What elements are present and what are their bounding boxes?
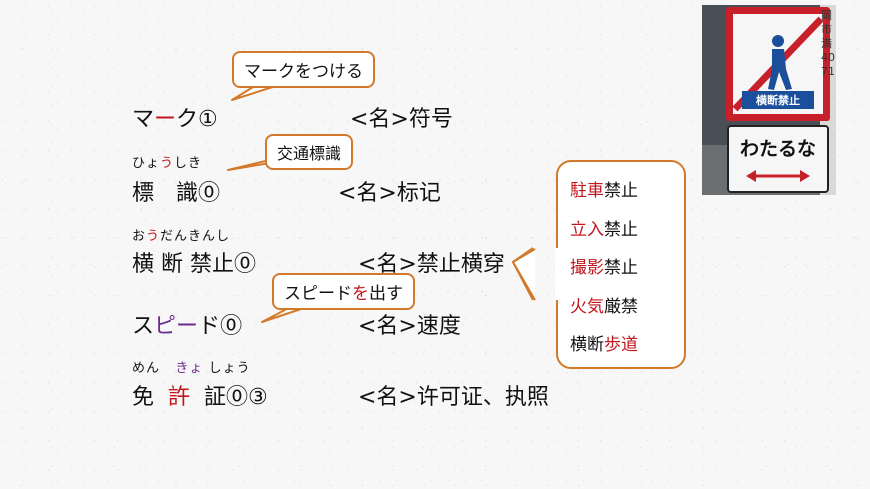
entry-speed: スピード⓪ [132, 308, 242, 340]
callout-speed-a: スピード [284, 284, 352, 304]
definition-hyoushiki: <名>标记 [338, 175, 441, 207]
note-highlight: 立入 [570, 219, 604, 240]
note-item: 駐車禁止 [570, 172, 638, 211]
entry-mark: マーク① [132, 101, 218, 133]
ruby-hyoushiki: ひょうしき [132, 152, 202, 171]
ruby-part: お [132, 229, 147, 244]
word-accent: 許 [168, 385, 191, 410]
road-sign-illustration [702, 5, 836, 195]
definition-speed: <名>速度 [358, 308, 461, 340]
notes-box-tail [512, 248, 536, 301]
callout-speed: スピードを出す [272, 273, 415, 310]
ruby-part: ひょ [132, 156, 161, 171]
entry-hyoushiki: 標 識⓪ [132, 175, 220, 207]
word-hyoushiki: 標 識 [132, 181, 199, 206]
ruby-oudankinshi: おうだんきんし [132, 225, 230, 244]
word-oudankinshi: 横 断 禁止 [132, 252, 234, 277]
sign-text: わたるな [739, 138, 816, 160]
definition-mark: <名>符号 [350, 101, 453, 133]
definition-oudankinshi: <名>禁止横穿 [358, 246, 505, 278]
word-part: 免 [132, 385, 155, 410]
note-rest: 横断 [570, 335, 604, 355]
callout-speed-c: 出す [369, 284, 403, 304]
note-rest: 厳禁 [604, 296, 638, 317]
sign-label: 横断禁止 [756, 94, 800, 107]
callout-sign: 交通標識 [265, 134, 354, 170]
meaning: 许可证、执照 [416, 385, 549, 410]
note-item: 火気厳禁 [570, 288, 638, 327]
word-accent: ー [176, 314, 199, 339]
ruby-part: しき [174, 156, 203, 171]
callout-mark-text: マークをつける [244, 62, 363, 82]
meaning: 标记 [396, 181, 441, 206]
word-accent: ピ [154, 314, 177, 339]
word-part: 証 [204, 385, 227, 410]
ruby-part: だんきんし [160, 229, 231, 244]
entry-menkyoshou: 免 許 証⓪③ [132, 379, 268, 411]
accent-menkyoshou: ⓪③ [226, 385, 268, 410]
note-rest: 禁止 [604, 258, 638, 278]
note-item: 横断歩道 [570, 326, 638, 365]
entry-oudankinshi: 横 断 禁止⓪ [132, 246, 256, 278]
word-mark-c: ク [176, 107, 199, 132]
accent-mark: ① [198, 107, 218, 132]
meaning: 禁止横穿 [416, 252, 505, 277]
meaning: 符号 [408, 107, 453, 132]
pole-text: 岡市満4071 [821, 9, 835, 78]
accent-oudankinshi: ⓪ [234, 252, 257, 277]
arrow-right-icon [800, 170, 810, 182]
ruby-part: めん [132, 361, 161, 376]
notes-box [533, 160, 688, 370]
pos-label: <名> [350, 107, 409, 132]
ruby-accent: きょ [175, 361, 204, 376]
pos-label: <名> [338, 181, 397, 206]
word-mark-b: ー [154, 107, 177, 132]
pedestrian-icon [772, 35, 784, 47]
notes-list: 駐車禁止 立入禁止 撮影禁止 火気厳禁 横断歩道 [570, 172, 638, 365]
arrow-left-icon [746, 170, 756, 182]
word-part: ス [132, 314, 155, 339]
ruby-menkyoshou: めん きょ しょう [132, 357, 251, 376]
callout-sign-text: 交通標識 [277, 144, 342, 163]
ruby-accent: う [146, 229, 161, 244]
notes-box-frame [555, 160, 686, 369]
note-item: 撮影禁止 [570, 249, 638, 288]
road-sign-photo: 横断禁止 わたるな 岡市満4071 [702, 5, 836, 195]
note-item: 立入禁止 [570, 211, 638, 250]
pos-label: <名> [358, 385, 417, 410]
word-part: ド [198, 314, 221, 339]
word-mark-a: マ [132, 107, 155, 132]
note-rest: 禁止 [604, 181, 638, 201]
pos-label: <名> [358, 314, 417, 339]
ruby-accent: う [160, 156, 175, 171]
ruby-part: しょう [208, 361, 251, 376]
accent-hyoushiki: ⓪ [198, 181, 221, 206]
note-rest: 禁止 [604, 219, 638, 240]
meaning: 速度 [416, 314, 461, 339]
note-highlight: 駐車 [570, 181, 604, 201]
note-highlight: 撮影 [570, 258, 604, 278]
definition-menkyoshou: <名>许可证、执照 [358, 379, 549, 411]
callout-mark: マークをつける [232, 51, 375, 88]
pos-label: <名> [358, 252, 417, 277]
callout-speed-b: を [352, 284, 369, 304]
note-highlight: 歩道 [604, 335, 638, 355]
accent-speed: ⓪ [220, 314, 243, 339]
note-highlight: 火気 [570, 296, 604, 317]
